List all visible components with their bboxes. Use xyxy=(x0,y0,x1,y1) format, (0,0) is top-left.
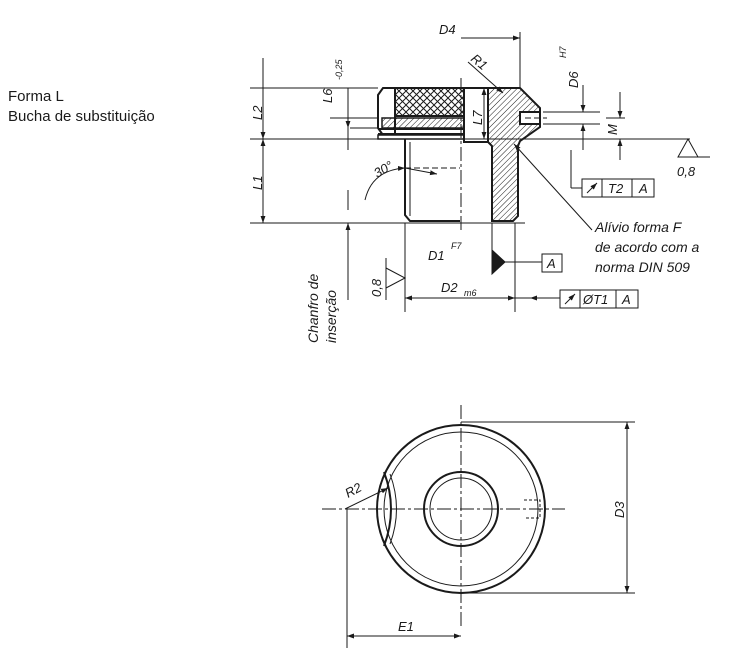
center-lines xyxy=(322,78,565,628)
r1-label: R1 xyxy=(468,51,490,73)
d1-tolerance: F7 xyxy=(451,241,462,251)
t1-datum: A xyxy=(621,292,631,307)
surface-finish-value: 0,8 xyxy=(677,164,696,179)
t2-datum: A xyxy=(638,181,648,196)
d6-label: D6 xyxy=(566,71,581,88)
r2-dimension xyxy=(344,487,389,510)
surface-finish-right xyxy=(677,137,710,158)
reference-lines xyxy=(250,87,690,224)
t1-tolerance-frame xyxy=(530,289,639,309)
d4-dimension xyxy=(461,32,521,94)
l6-tolerance: -0,25 xyxy=(334,58,344,80)
e1-label: E1 xyxy=(398,619,414,634)
t2-tolerance-frame xyxy=(570,150,655,198)
surface-finish-left xyxy=(385,258,407,300)
d6-dimension xyxy=(543,85,600,150)
chamfer-angle-label: 30° xyxy=(371,158,396,181)
d1-d2-dimensions xyxy=(404,223,552,312)
d1-label: D1 xyxy=(428,248,445,263)
m-dimension xyxy=(606,92,625,160)
t1-tolerance-value: ØT1 xyxy=(582,292,608,307)
l6-label: L6 xyxy=(320,88,335,103)
m-label: M xyxy=(605,124,620,135)
e1-dimension xyxy=(346,509,461,648)
d2-tolerance: m6 xyxy=(464,288,477,298)
d4-label: D4 xyxy=(439,22,456,37)
l2-label: L2 xyxy=(250,105,265,120)
l7-label: L7 xyxy=(470,110,485,125)
form-description: Bucha de substituição xyxy=(8,108,155,125)
datum-a-box xyxy=(541,253,563,273)
r2-label: R2 xyxy=(342,479,364,500)
bushing-shank xyxy=(404,139,460,222)
relief-note-line2: de acordo com a xyxy=(595,239,699,255)
bushing-head xyxy=(377,87,465,140)
form-label: Forma L xyxy=(8,88,64,105)
datum-a-label: A xyxy=(546,256,556,271)
bushing-section xyxy=(463,87,547,222)
side-view xyxy=(377,87,547,222)
d6-tolerance: H7 xyxy=(558,46,568,58)
left-dimension-chain xyxy=(260,58,351,300)
d3-label: D3 xyxy=(612,501,627,518)
chamfer-note-line1: Chanfro de xyxy=(305,274,321,343)
relief-note-line3: norma DIN 509 xyxy=(595,259,690,275)
d2-label: D2 xyxy=(441,280,458,295)
relief-leader xyxy=(513,143,593,231)
chamfer-angle-dimension xyxy=(364,165,438,201)
l1-label: L1 xyxy=(250,176,265,190)
relief-note-line1: Alívio forma F xyxy=(594,219,683,235)
chamfer-note-line2: inserção xyxy=(323,290,339,343)
d3-dimension xyxy=(461,421,635,594)
t2-tolerance-value: T2 xyxy=(608,181,624,196)
surface-finish-left-value: 0,8 xyxy=(369,278,384,297)
